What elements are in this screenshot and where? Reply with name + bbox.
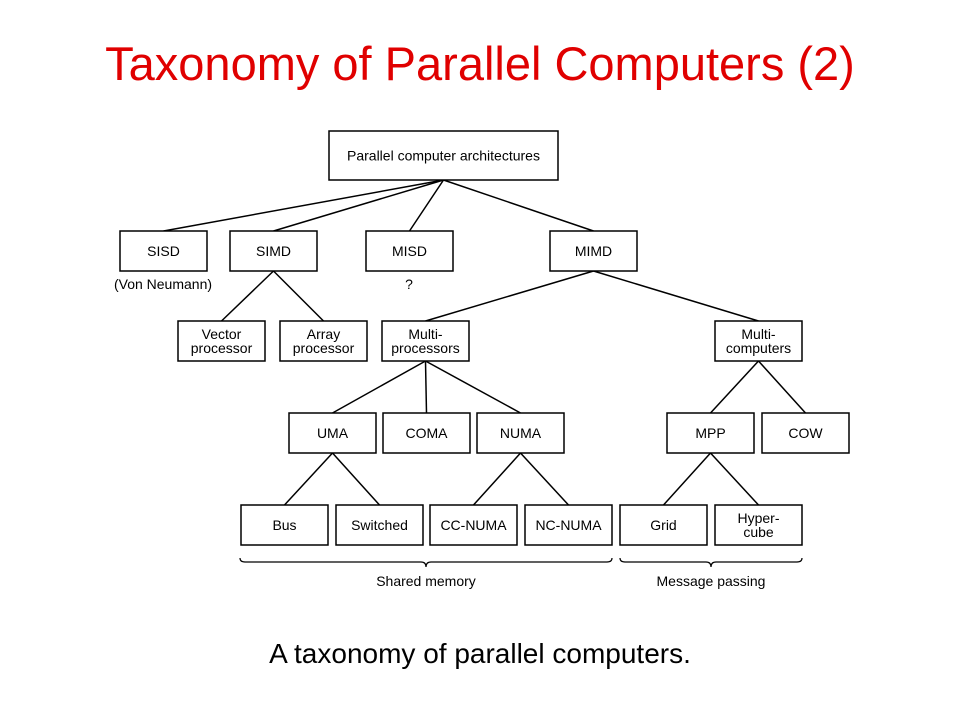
node-hypercube: Hyper-cube [714,504,803,546]
node-label-hypercube: cube [743,524,774,540]
node-simd: SIMD [229,230,318,272]
node-label-switched: Switched [351,517,408,533]
edge-root-mimd [443,179,594,232]
node-box-hypercube [714,504,803,546]
slide-title: Taxonomy of Parallel Computers (2) [105,37,855,90]
node-sisd: SISD [119,230,208,272]
node-box-multiproc [381,320,470,362]
groups-layer: Shared memory Message passing [239,557,803,589]
notes-layer: (Von Neumann)? [114,276,413,292]
node-box-cow [761,412,850,454]
node-label-root: Parallel computer architectures [347,148,540,164]
node-ncnuma: NC-NUMA [524,504,613,546]
node-box-ccnuma [429,504,518,546]
node-label-grid: Grid [650,517,676,533]
group-label-message: Message passing [657,573,766,589]
node-label-array: Array [307,326,340,342]
node-box-misd [365,230,454,272]
node-label-ccnuma: CC-NUMA [440,517,507,533]
edge-root-sisd [163,179,444,232]
node-label-array: processor [293,340,355,356]
edge-mimd-multicomp [593,270,759,322]
node-label-simd: SIMD [256,243,291,259]
node-misd: MISD [365,230,454,272]
brace-message [619,557,803,568]
node-box-numa [476,412,565,454]
node-root: Parallel computer architectures [328,130,559,181]
edge-simd-vector [220,270,275,322]
edge-multiproc-coma [424,360,428,414]
node-bus: Bus [240,504,329,546]
note-misd: ? [405,276,413,292]
brace-shared [239,557,613,568]
node-cow: COW [761,412,850,454]
edge-mimd-multiproc [425,270,594,322]
node-label-multiproc: Multi- [408,326,443,342]
node-label-misd: MISD [392,243,427,259]
node-ccnuma: CC-NUMA [429,504,518,546]
node-box-vector [177,320,266,362]
node-mpp: MPP [666,412,755,454]
edge-multiproc-numa [425,360,521,414]
edge-uma-bus [283,452,334,506]
edges-layer [163,179,807,506]
node-label-numa: NUMA [500,425,542,441]
node-box-uma [288,412,377,454]
node-label-coma: COMA [406,425,449,441]
node-box-mpp [666,412,755,454]
node-label-mimd: MIMD [575,243,612,259]
node-box-ncnuma [524,504,613,546]
node-box-mimd [549,230,638,272]
edge-root-simd [273,179,444,232]
node-mimd: MIMD [549,230,638,272]
note-sisd: (Von Neumann) [114,276,212,292]
node-label-hypercube: Hyper- [737,510,779,526]
node-label-ncnuma: NC-NUMA [535,517,602,533]
node-box-simd [229,230,318,272]
group-label-shared: Shared memory [376,573,476,589]
node-label-multiproc: processors [391,340,459,356]
node-multiproc: Multi-processors [381,320,470,362]
edge-numa-ncnuma [519,452,570,506]
edge-simd-array [272,270,325,322]
node-multicomp: Multi-computers [714,320,803,362]
node-box-root [328,130,559,181]
node-box-multicomp [714,320,803,362]
edge-root-misd [408,179,445,232]
edge-multiproc-uma [332,360,426,414]
node-box-array [279,320,368,362]
node-coma: COMA [382,412,471,454]
edge-mpp-hypercube [709,452,760,506]
node-box-sisd [119,230,208,272]
node-grid: Grid [619,504,708,546]
node-label-vector: Vector [202,326,242,342]
slide-caption: A taxonomy of parallel computers. [269,638,691,669]
edge-numa-ccnuma [472,452,522,506]
node-label-multicomp: Multi- [741,326,776,342]
node-label-mpp: MPP [695,425,725,441]
edge-uma-switched [331,452,381,506]
node-switched: Switched [335,504,424,546]
node-label-vector: processor [191,340,253,356]
node-box-grid [619,504,708,546]
node-box-switched [335,504,424,546]
node-box-coma [382,412,471,454]
node-label-cow: COW [788,425,823,441]
node-label-multicomp: computers [726,340,791,356]
node-label-sisd: SISD [147,243,180,259]
node-uma: UMA [288,412,377,454]
node-label-uma: UMA [317,425,349,441]
edge-mpp-grid [662,452,712,506]
edge-multicomp-mpp [709,360,760,414]
edge-multicomp-cow [757,360,807,414]
node-box-bus [240,504,329,546]
node-label-bus: Bus [272,517,296,533]
node-numa: NUMA [476,412,565,454]
